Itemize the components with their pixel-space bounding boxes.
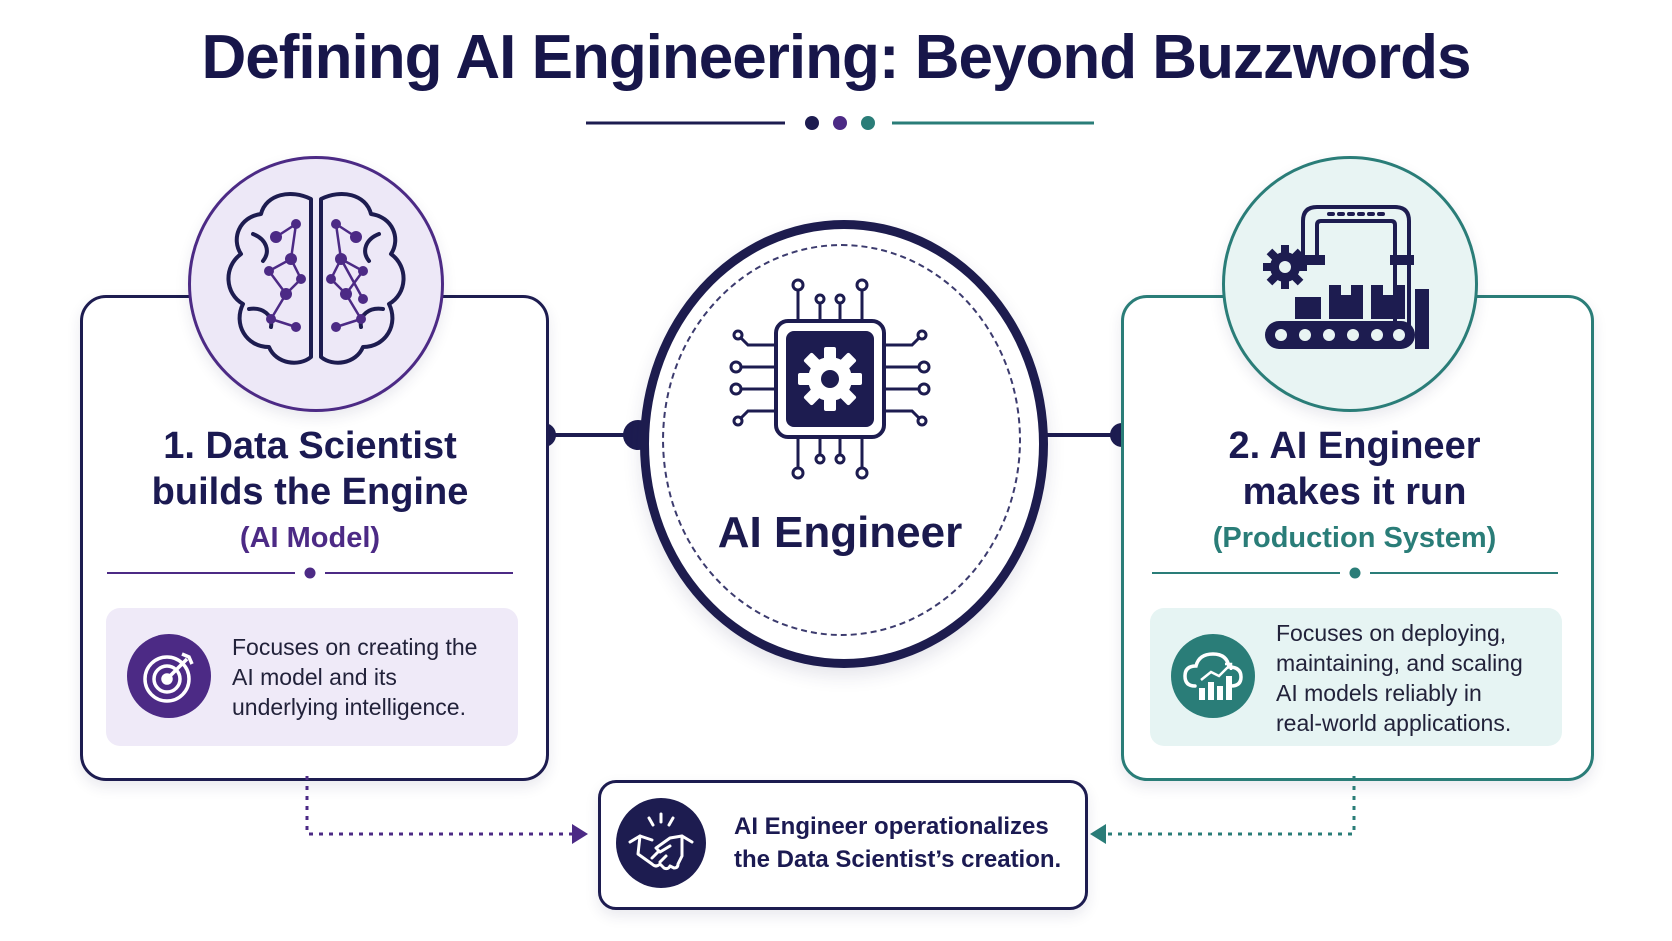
title-divider: [586, 116, 1094, 130]
left-dotted-arrow: [305, 776, 588, 844]
right-heading-line1: 2. AI Engineer: [1228, 425, 1481, 467]
right-description-line: AI models reliably in: [1276, 680, 1482, 706]
left-description-line: AI model and its: [232, 664, 397, 690]
summary-line2: the Data Scientist’s creation.: [734, 846, 1062, 873]
right-description-line: real-world applications.: [1276, 710, 1512, 736]
left-heading: 1. Data Scientist builds the Engine: [90, 423, 530, 515]
summary-line1: AI Engineer operationalizes: [734, 813, 1049, 840]
handshake-icon: [616, 798, 706, 888]
factory-conveyor-icon: [1222, 156, 1478, 412]
page-title: Defining AI Engineering: Beyond Buzzword…: [201, 23, 1471, 92]
left-description: Focuses on creating the AI model and its…: [232, 632, 512, 722]
left-subtitle: (AI Model): [239, 522, 381, 554]
target-icon: [127, 634, 211, 718]
cloud-chart-icon: [1171, 634, 1255, 718]
right-description-line: maintaining, and scaling: [1276, 650, 1523, 676]
right-dotted-arrow: [1090, 776, 1356, 844]
summary-text: AI Engineer operationalizes the Data Sci…: [734, 810, 1079, 876]
brain-network-icon: [188, 156, 444, 412]
right-description-line: Focuses on deploying,: [1276, 620, 1507, 646]
left-description-line: underlying intelligence.: [232, 694, 466, 720]
right-heading: 2. AI Engineer makes it run: [1131, 423, 1578, 515]
right-description: Focuses on deploying, maintaining, and s…: [1276, 618, 1561, 738]
right-divider: [1152, 567, 1558, 579]
ai-engineer-inner-ring: [662, 244, 1021, 636]
right-subtitle: (Production System): [1212, 522, 1497, 554]
right-heading-line2: makes it run: [1242, 471, 1467, 513]
left-heading-line2: builds the Engine: [151, 471, 469, 513]
left-divider: [107, 567, 513, 579]
chip-gear-icon: [729, 278, 931, 480]
left-description-line: Focuses on creating the: [232, 634, 478, 660]
left-heading-line1: 1. Data Scientist: [163, 425, 457, 467]
ai-engineer-label: AI Engineer: [717, 508, 963, 557]
